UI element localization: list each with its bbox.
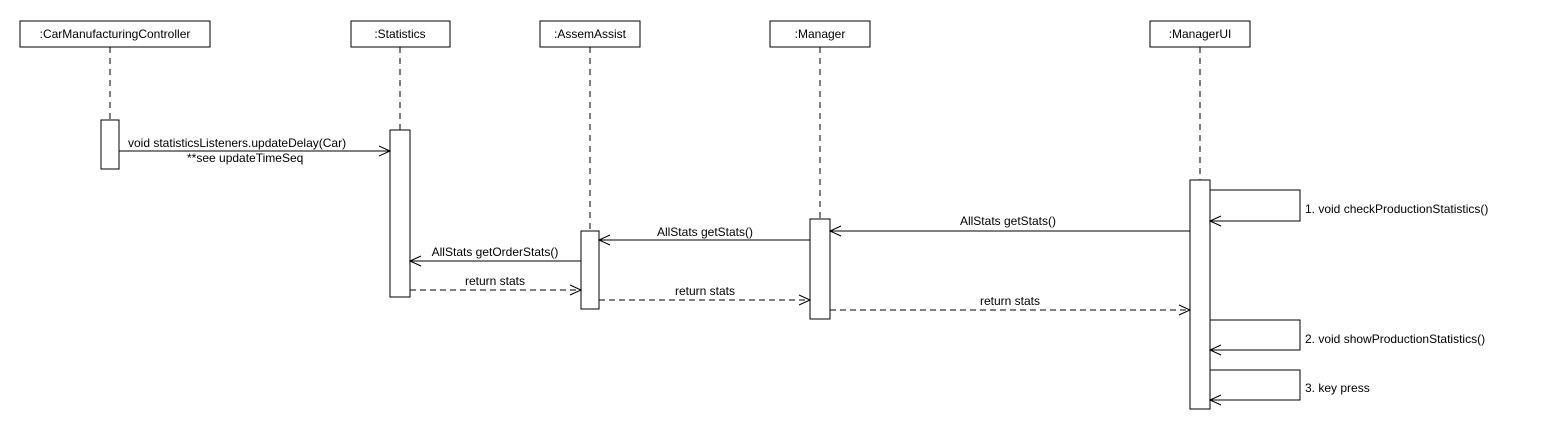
arrow-head [569, 284, 583, 296]
message-get-order-stats: AllStats getOrderStats() [408, 245, 581, 267]
return-label: return stats [675, 284, 735, 298]
participant-label: :AssemAssist [554, 27, 627, 41]
activation-car-manufacturing-controller [100, 119, 120, 170]
activation-assemassist [580, 230, 600, 310]
arrow-head [1208, 394, 1222, 406]
message-label: 3. key press [1305, 381, 1370, 395]
message-label: AllStats getStats() [657, 225, 753, 239]
message-check-production-statistics: 1. void checkProductionStatistics() [1208, 189, 1488, 227]
return-stats-to-assemassist: return stats [410, 274, 583, 296]
message-note: **see updateTimeSeq [187, 151, 303, 165]
message-key-press: 3. key press [1208, 369, 1370, 406]
message-get-stats-manager: AllStats getStats() [828, 214, 1190, 237]
arrow-head [597, 234, 611, 246]
participant-label: :Manager [795, 27, 846, 41]
return-stats-to-manager: return stats [599, 284, 812, 306]
message-show-production-statistics: 2. void showProductionStatistics() [1208, 319, 1485, 356]
participant-manager: :Manager [769, 20, 871, 48]
return-label: return stats [980, 294, 1040, 308]
participant-manager-ui: :ManagerUI [1149, 20, 1251, 48]
participant-statistics: :Statistics [350, 20, 451, 48]
arrow-head [1208, 215, 1222, 227]
activation-manager [809, 218, 831, 320]
message-label: 2. void showProductionStatistics() [1305, 332, 1485, 346]
activation-manager-ui [1189, 179, 1211, 410]
arrow-head [798, 294, 812, 306]
participant-car-manufacturing-controller: :CarManufacturingController [19, 20, 211, 48]
arrow-head [1208, 344, 1222, 356]
message-arrow [1210, 319, 1301, 351]
message-label: AllStats getOrderStats() [432, 245, 559, 259]
participant-label: :ManagerUI [1169, 27, 1232, 41]
return-label: return stats [465, 274, 525, 288]
message-label: 1. void checkProductionStatistics() [1305, 202, 1488, 216]
message-arrow [1210, 189, 1301, 222]
return-stats-to-manager-ui: return stats [830, 294, 1192, 316]
arrow-head [378, 145, 392, 157]
participant-label: :CarManufacturingController [40, 27, 191, 41]
message-update-delay: void statisticsListeners.updateDelay(Car… [119, 136, 392, 165]
message-arrow [1210, 369, 1301, 401]
arrow-head [828, 225, 842, 237]
message-label: void statisticsListeners.updateDelay(Car… [128, 136, 346, 150]
arrow-head [408, 255, 422, 267]
participant-assemassist: :AssemAssist [539, 20, 641, 48]
arrow-head [1178, 304, 1192, 316]
message-label: AllStats getStats() [960, 214, 1056, 228]
message-get-stats-assemassist: AllStats getStats() [597, 225, 810, 246]
participant-label: :Statistics [374, 27, 425, 41]
activation-statistics [389, 129, 411, 298]
